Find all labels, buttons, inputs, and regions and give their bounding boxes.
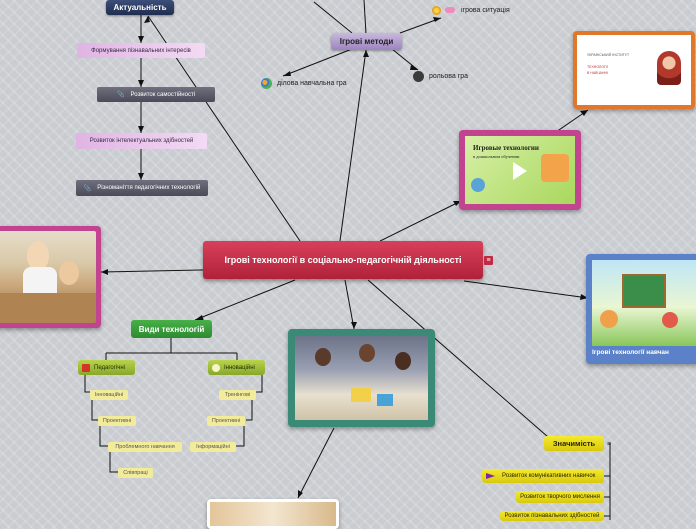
slide-content: Игровые технологии в дошкольном обучении — [465, 136, 575, 204]
ped-item-problem-learning[interactable]: Проблемного навчання — [108, 442, 182, 452]
node-innovative[interactable]: Інноваційні — [208, 360, 265, 375]
document-image[interactable]: УКРАЇНСЬКИЙ ІНСТИТУТ ТЕХНОЛОГІЇ В НАВЧАН… — [573, 31, 695, 109]
node-relevance[interactable]: Актуальність — [106, 0, 174, 15]
group-photo[interactable] — [288, 329, 435, 427]
node-technology-types[interactable]: Види технологій — [131, 320, 212, 338]
ped-item-innovative[interactable]: Інноваційні — [90, 390, 128, 400]
book-icon — [82, 363, 90, 372]
document-page: УКРАЇНСЬКИЙ ІНСТИТУТ ТЕХНОЛОГІЇ В НАВЧАН… — [577, 35, 691, 105]
notes-icon[interactable]: ≡ — [484, 256, 493, 265]
central-topic[interactable]: Ігрові технології в соціально-педагогічн… — [203, 241, 483, 279]
sig-cognitive-abilities[interactable]: Розвиток пізнавальних здібностей — [500, 511, 604, 521]
node-independence[interactable]: 📎Розвиток самостійності — [97, 87, 215, 102]
node-cognitive-interests[interactable]: Формування пізнавальних інтересів — [77, 43, 205, 58]
masks-icon — [413, 71, 424, 82]
bulb-icon — [212, 363, 220, 372]
node-significance[interactable]: Значимість — [544, 436, 604, 451]
flower-icon — [432, 5, 441, 15]
people-icon — [261, 78, 272, 89]
node-pedagogical[interactable]: Педагогічні — [78, 360, 135, 375]
notes-icon[interactable]: ≡ — [606, 440, 612, 448]
poster-image[interactable]: Ігрові технології навчан — [586, 254, 696, 364]
inn-item-training[interactable]: Тренінгові — [219, 390, 256, 400]
eraser-icon — [445, 7, 455, 13]
inn-item-projective[interactable]: Проективні — [207, 416, 245, 426]
person-photo — [657, 51, 681, 85]
group-scene — [295, 336, 428, 420]
classroom-scene — [0, 231, 96, 323]
node-intellectual-abilities[interactable]: Розвиток інтелектуальних здібностей — [76, 133, 207, 149]
classroom-photo[interactable] — [0, 226, 101, 328]
bottom-scene — [210, 502, 336, 526]
sig-communication[interactable]: Розвиток комунікативних навичок — [482, 469, 604, 483]
method-business-game[interactable]: ділова навчальна гра — [261, 77, 347, 90]
poster-caption: Ігрові технології навчан — [592, 349, 669, 356]
flag-icon — [486, 473, 495, 479]
ped-item-projective[interactable]: Проективні — [98, 416, 136, 426]
play-icon[interactable] — [513, 162, 527, 180]
paperclip-icon: 📎 — [116, 92, 125, 98]
node-technology-variety[interactable]: 📎Різноманіття педагогічних технологій — [76, 180, 208, 196]
poster-illustration — [592, 260, 696, 346]
method-game-situation[interactable]: ігрова ситуація — [432, 4, 510, 16]
inn-item-informational[interactable]: Інформаційні — [190, 442, 236, 452]
method-role-play[interactable]: рольова гра — [413, 70, 468, 83]
paperclip-icon: 📎 — [83, 185, 92, 192]
bottom-photo[interactable] — [207, 499, 339, 529]
ped-item-cooperation[interactable]: Співпраці — [118, 468, 153, 478]
slide-image[interactable]: Игровые технологии в дошкольном обучении — [459, 130, 581, 210]
node-game-methods[interactable]: Ігрові методи — [331, 33, 402, 50]
sig-creative-thinking[interactable]: Розвиток творчого мислення — [516, 491, 604, 503]
